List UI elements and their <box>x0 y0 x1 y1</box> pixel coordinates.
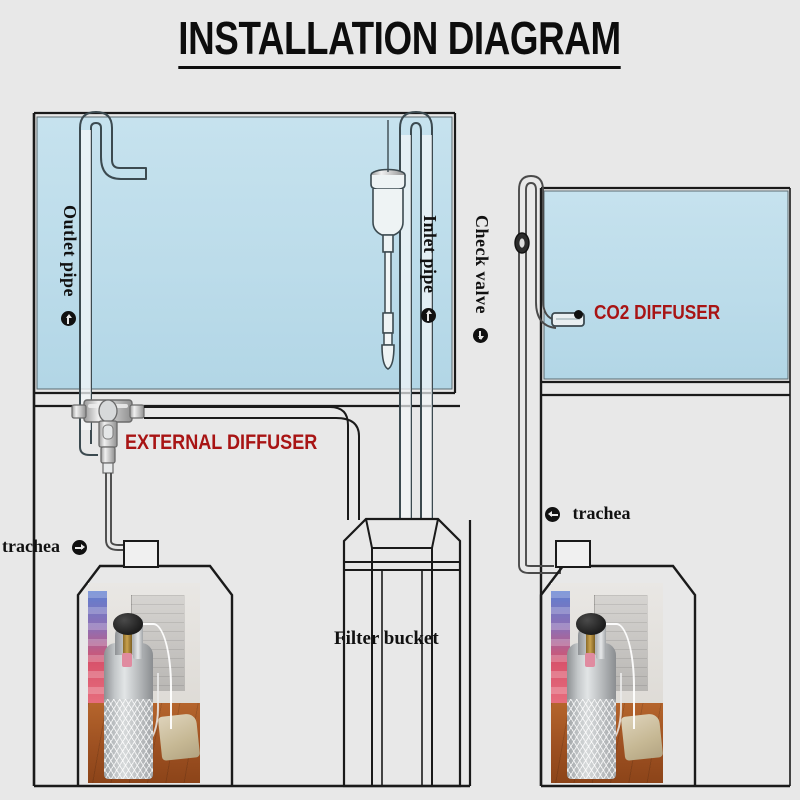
co2-diffuser-label: CO2 DIFFUSER <box>594 302 721 324</box>
photo-cylinder-mesh <box>103 699 153 779</box>
check-valve-label: Check valve <box>472 215 492 314</box>
co2-diffuser-label-group: CO2 DIFFUSER <box>574 302 741 325</box>
check-valve-label-group: Check valve <box>471 215 492 343</box>
trachea-right-label-group: trachea <box>545 503 630 524</box>
photo-poster-stripes <box>551 591 571 707</box>
bullet-dot-icon <box>574 309 583 319</box>
outlet-pipe-label-group: Outlet pipe <box>59 205 80 327</box>
photo-brass-valve <box>122 627 132 655</box>
inlet-pipe-label: Inlet pipe <box>420 215 440 294</box>
page-title: INSTALLATION DIAGRAM <box>178 14 622 70</box>
trachea-left-label-group: trachea <box>2 536 88 557</box>
photo-poster <box>551 591 571 707</box>
arrow-left-circle-icon <box>420 307 436 323</box>
check-valve-component <box>514 232 530 254</box>
arrow-right-circle-icon <box>472 328 488 343</box>
right-aquarium-tank <box>543 190 789 380</box>
arrow-right-circle-icon <box>72 540 88 556</box>
co2-cylinder-photo-right <box>551 583 663 783</box>
filter-bucket <box>342 517 462 788</box>
photo-poster <box>88 591 108 707</box>
co2-line-right <box>518 175 561 574</box>
photo-pink-fitting <box>584 653 595 667</box>
return-pipe-to-filter <box>144 406 360 520</box>
photo-pink-fitting <box>121 653 132 667</box>
outlet-pipe-label: Outlet pipe <box>60 205 80 298</box>
co2-cylinder-photo-left <box>88 583 200 783</box>
external-diffuser-component <box>71 399 145 474</box>
photo-cylinder-mesh <box>566 699 616 779</box>
photo-poster-stripes <box>88 591 108 707</box>
photo-valve-handwheel <box>112 613 143 635</box>
left-cylinder-enclosure <box>76 540 234 786</box>
page-title-wrap: INSTALLATION DIAGRAM <box>0 14 800 70</box>
left-aquarium-tank <box>36 116 453 390</box>
inlet-pipe <box>399 110 433 520</box>
photo-regulator <box>595 619 606 659</box>
right-cylinder-enclosure <box>539 540 697 786</box>
inlet-strainer <box>370 120 406 370</box>
filter-bucket-label: Filter bucket <box>334 628 439 649</box>
external-diffuser-label: EXTERNAL DIFFUSER <box>125 431 318 454</box>
outlet-pipe <box>79 110 147 456</box>
photo-tubing <box>140 623 172 729</box>
trachea-left-label: trachea <box>2 536 60 556</box>
photo-brass-valve <box>585 627 595 655</box>
photo-valve-handwheel <box>575 613 606 635</box>
co2-tubing-left <box>105 473 141 566</box>
inlet-pipe-label-group: Inlet pipe <box>419 215 440 323</box>
arrow-left-circle-icon <box>545 507 560 523</box>
arrow-left-circle-icon <box>60 311 76 327</box>
trachea-right-label: trachea <box>572 503 631 523</box>
photo-tubing <box>603 623 635 729</box>
photo-regulator <box>132 619 143 659</box>
